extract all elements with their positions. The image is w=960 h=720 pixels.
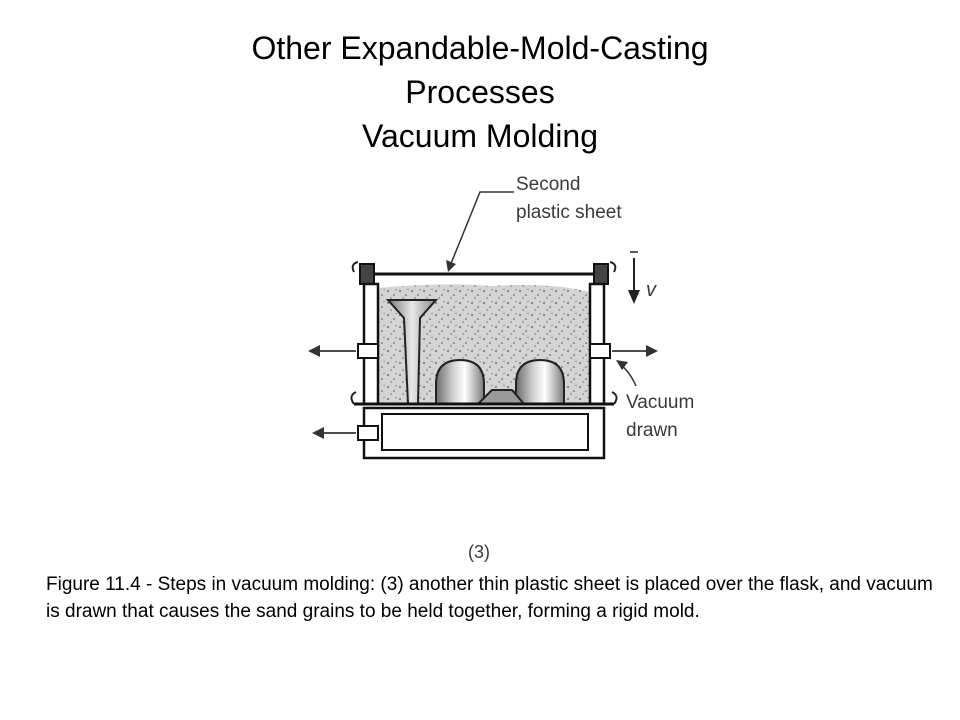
cope-left-port bbox=[357, 343, 379, 359]
velocity-arrow bbox=[628, 251, 640, 304]
vacuum-molding-diagram: v Second plastic sheet Vacuum drawn (3) bbox=[290, 168, 730, 568]
clamp-top-left bbox=[359, 263, 375, 285]
label-vacuum-line1: Vacuum bbox=[626, 392, 694, 413]
title-line-2: Processes bbox=[405, 74, 555, 110]
slide-title: Other Expandable-Mold-Casting Processes … bbox=[0, 26, 960, 158]
clamp-hook-right bbox=[609, 261, 617, 273]
title-line-1: Other Expandable-Mold-Casting bbox=[251, 30, 709, 66]
pattern-right bbox=[515, 358, 565, 405]
vacuum-arrow-right bbox=[612, 345, 658, 357]
leader-second-sheet bbox=[449, 191, 514, 267]
mid-hook-left bbox=[350, 391, 357, 405]
drag-cavity bbox=[381, 413, 589, 451]
cope-right-port bbox=[589, 343, 611, 359]
velocity-label: v bbox=[646, 279, 657, 301]
label-second-line2: plastic sheet bbox=[516, 202, 622, 223]
label-second-line1: Second bbox=[516, 174, 580, 195]
clamp-hook-left bbox=[351, 261, 359, 273]
title-line-3: Vacuum Molding bbox=[362, 118, 598, 154]
vacuum-arrow-left-upper bbox=[308, 345, 356, 357]
vacuum-molding-figure: v Second plastic sheet Vacuum drawn (3) bbox=[308, 174, 694, 562]
label-vacuum-line2: drawn bbox=[626, 420, 678, 441]
drag-left-port bbox=[357, 425, 379, 441]
figure-caption: Figure 11.4 - Steps in vacuum molding: (… bbox=[46, 574, 933, 622]
clamp-top-right bbox=[593, 263, 609, 285]
step-label: (3) bbox=[468, 542, 490, 562]
vacuum-arrow-left-lower bbox=[312, 427, 356, 439]
pattern-left bbox=[435, 358, 485, 405]
mid-hook-right bbox=[611, 391, 618, 405]
